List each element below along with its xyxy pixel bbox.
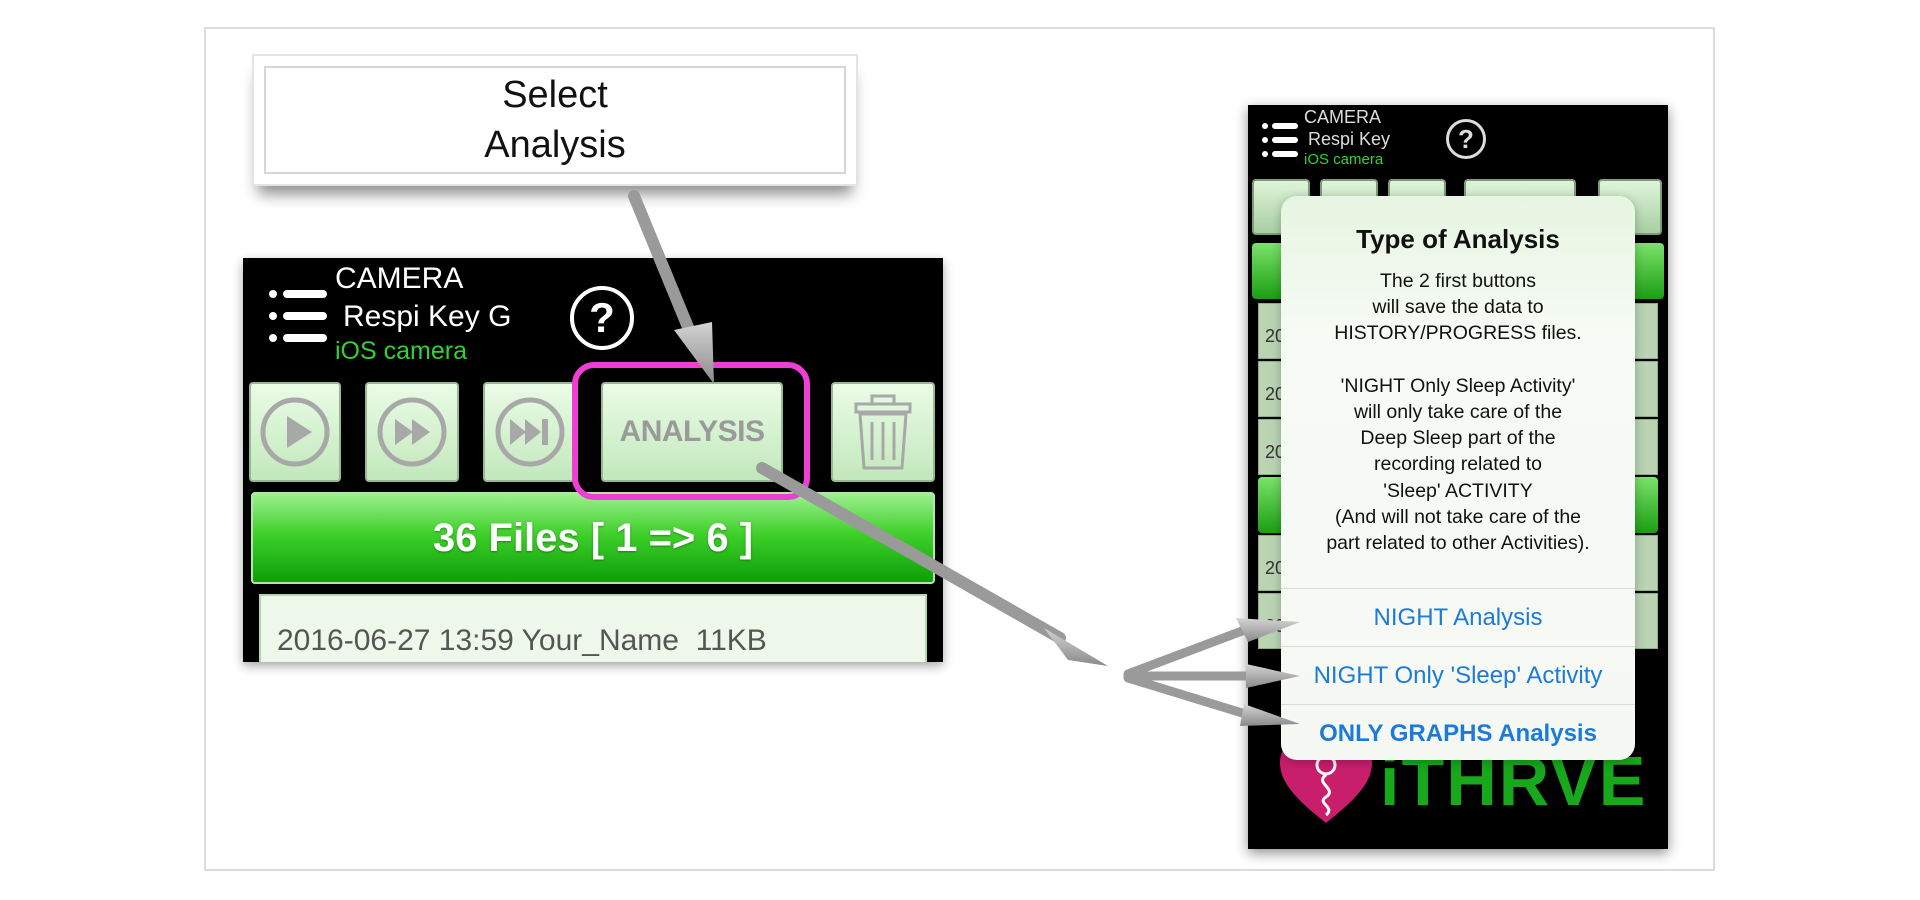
fast-forward-icon — [377, 397, 447, 467]
fast-forward-button[interactable] — [365, 382, 459, 482]
header-device-label: Respi Key — [1308, 129, 1391, 149]
only-graphs-analysis-button[interactable]: ONLY GRAPHS Analysis — [1281, 704, 1635, 760]
night-analysis-button[interactable]: NIGHT Analysis — [1281, 588, 1635, 646]
header-camera-label: CAMERA — [1304, 107, 1382, 127]
callout-box: Select Analysis — [252, 54, 858, 186]
night-sleep-activity-button[interactable]: NIGHT Only 'Sleep' Activity — [1281, 646, 1635, 704]
analysis-type-dialog: Type of Analysis The 2 first buttons wil… — [1281, 196, 1635, 760]
skip-forward-icon — [495, 397, 565, 467]
header-source-label: iOS camera — [1304, 151, 1384, 168]
help-icon[interactable]: ? — [570, 286, 634, 350]
play-button[interactable] — [249, 382, 341, 482]
help-icon[interactable]: ? — [1446, 119, 1486, 159]
callout-text: Select Analysis — [264, 66, 846, 174]
trash-icon — [854, 394, 912, 470]
play-icon — [260, 397, 330, 467]
header-device-label: Respi Key G — [343, 300, 512, 333]
dialog-message: The 2 first buttons will save the data t… — [1326, 270, 1590, 555]
arrows-to-dialog-buttons — [1123, 618, 1300, 726]
arrow-to-analysis-button — [628, 190, 714, 384]
analysis-highlight-ring — [572, 362, 810, 500]
menu-icon[interactable] — [1262, 123, 1298, 157]
analysis-button[interactable]: ANALYSIS — [601, 382, 783, 482]
dialog-title: Type of Analysis — [1356, 224, 1560, 254]
left-screenshot: CAMERA Respi Key G iOS camera ? ANALYSIS… — [243, 258, 943, 662]
analysis-button-label: ANALYSIS — [619, 415, 765, 448]
arrow-to-dialog — [756, 462, 1108, 666]
header-camera-label: CAMERA — [335, 262, 464, 295]
delete-button[interactable] — [831, 382, 935, 482]
file-list-item[interactable]: 2016-06-27 13:59 Your_Name 11KB — [259, 594, 927, 662]
menu-icon[interactable] — [269, 288, 329, 344]
header-source-label: iOS camera — [335, 337, 467, 365]
